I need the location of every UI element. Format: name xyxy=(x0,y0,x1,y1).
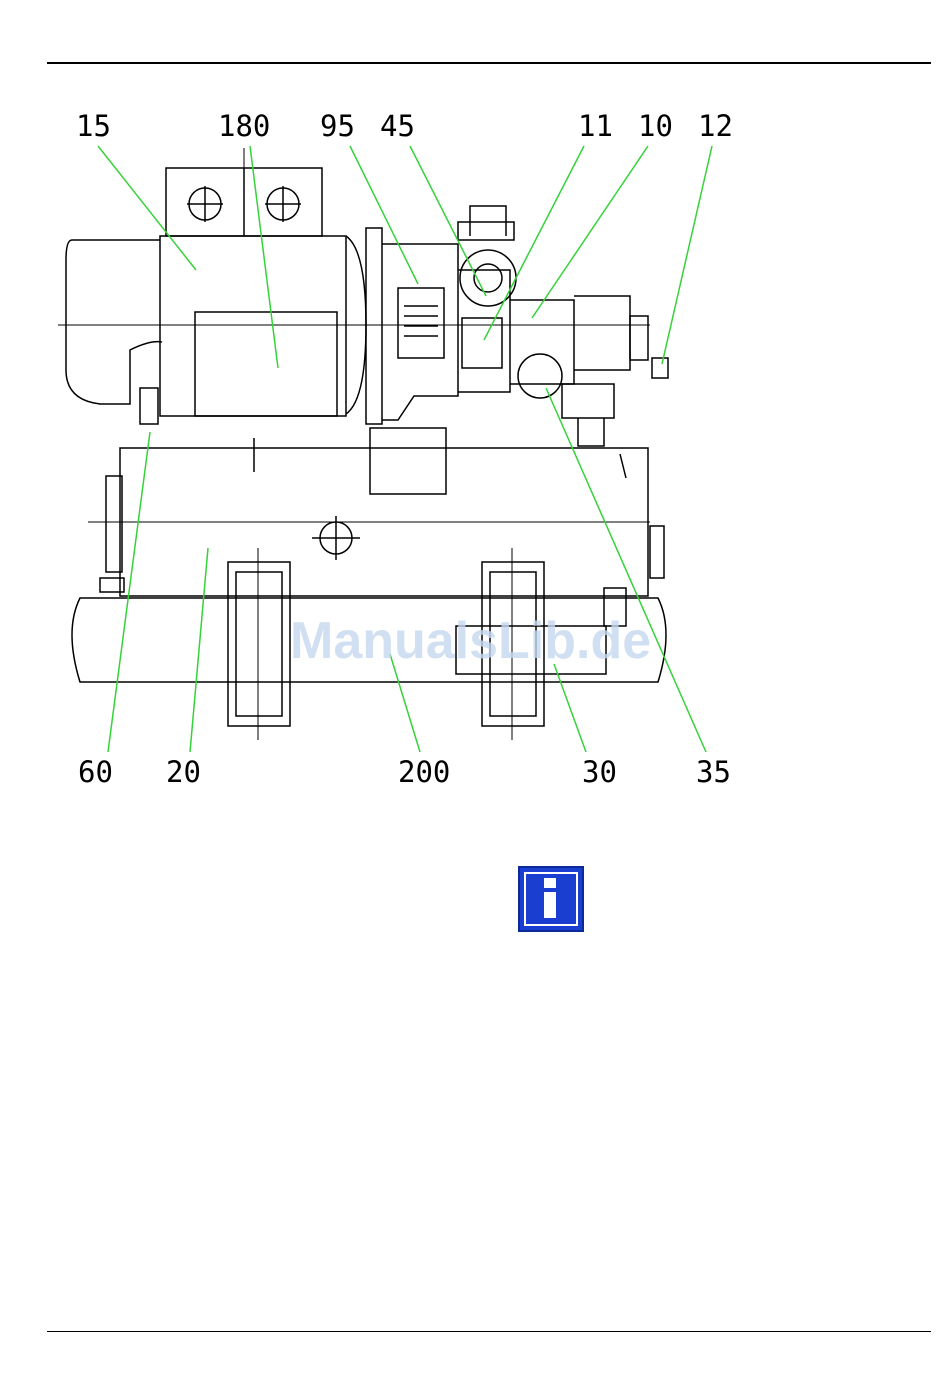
callout-10: 10 xyxy=(638,109,673,143)
callout-60: 60 xyxy=(78,755,113,789)
callout-15: 15 xyxy=(76,109,111,143)
leader-line-20 xyxy=(190,548,208,752)
leader-line-180 xyxy=(250,146,278,368)
callout-45: 45 xyxy=(380,109,415,143)
callout-35: 35 xyxy=(696,755,731,789)
leader-line-30 xyxy=(554,664,586,752)
bottom-rule xyxy=(47,1331,931,1332)
watermark: ManualsLib.de xyxy=(290,612,651,670)
leader-line-10 xyxy=(532,146,648,318)
callout-12: 12 xyxy=(698,109,733,143)
leader-line-45 xyxy=(410,146,486,296)
compressor-diagram: 15 180 95 45 11 10 12 60 20 200 30 35 ManualsLib.de xyxy=(0,0,950,800)
leader-line-12 xyxy=(662,146,712,364)
callout-20: 20 xyxy=(166,755,201,789)
callout-200: 200 xyxy=(398,755,450,789)
info-icon xyxy=(518,866,584,932)
leader-line-15 xyxy=(98,146,196,270)
leader-line-35 xyxy=(546,388,706,752)
callout-180: 180 xyxy=(218,109,270,143)
callout-95: 95 xyxy=(320,109,355,143)
leader-line-11 xyxy=(484,146,584,340)
info-icon-bar xyxy=(544,892,556,918)
callout-11: 11 xyxy=(578,109,613,143)
info-icon-dot xyxy=(544,878,556,888)
callout-30: 30 xyxy=(582,755,617,789)
callout-labels: 15 180 95 45 11 10 12 60 20 200 30 35 xyxy=(76,109,733,789)
